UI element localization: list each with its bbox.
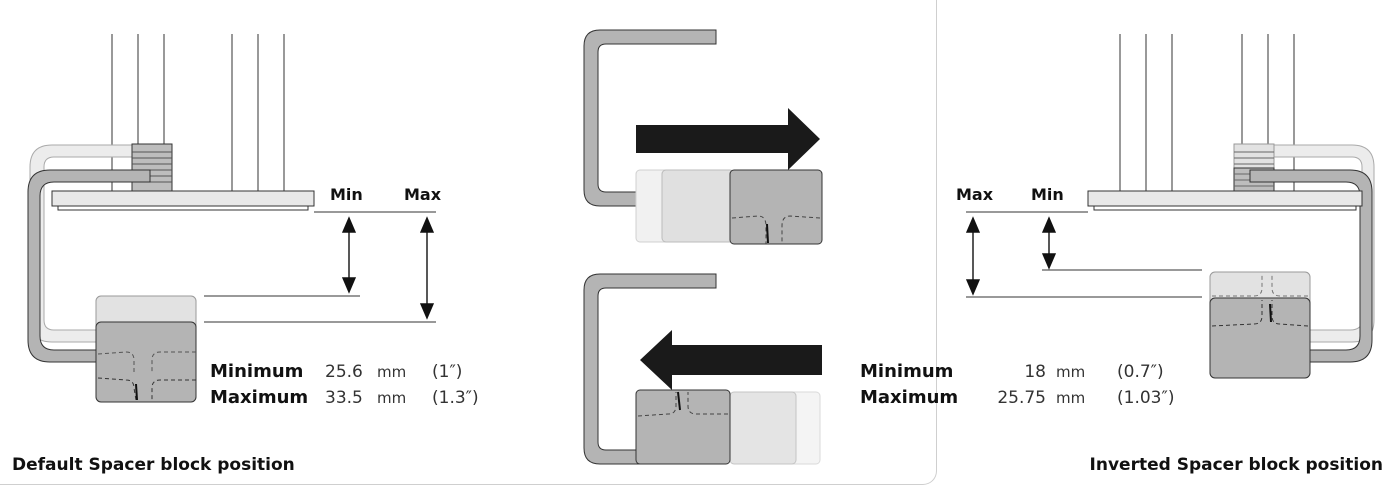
default-minimum-label: Minimum	[210, 361, 303, 382]
center-illustration	[583, 29, 823, 465]
inverted-minimum-label: Minimum	[860, 361, 953, 382]
top-spacer-block	[729, 169, 823, 245]
inverted-maximum-unit: mm	[1056, 389, 1085, 407]
inverted-minimum-imperial: (0.7″)	[1117, 362, 1164, 382]
inverted-minimum-unit: mm	[1056, 363, 1085, 381]
default-dimension-arrows	[341, 216, 435, 320]
inverted-maximum-value: 25.75	[997, 388, 1046, 408]
inverted-min-label: Min	[1031, 185, 1064, 204]
arrow-right-icon	[636, 108, 820, 170]
panel-frame	[0, 0, 937, 485]
inverted-reference-lines	[966, 211, 1202, 298]
inverted-plate	[1087, 190, 1363, 207]
inverted-dimension-arrows	[965, 216, 1057, 296]
default-maximum-imperial: (1.3″)	[432, 388, 479, 408]
inverted-maximum-imperial: (1.03″)	[1117, 388, 1174, 408]
default-max-label: Max	[404, 185, 442, 204]
inverted-max-label: Max	[956, 185, 994, 204]
default-pipes	[111, 34, 285, 192]
default-minimum-value: 25.6	[325, 362, 363, 382]
default-caption: Default Spacer block position	[12, 455, 295, 475]
default-minimum-imperial: (1″)	[432, 362, 462, 382]
default-minimum-unit: mm	[377, 363, 406, 381]
inverted-screw	[1233, 143, 1275, 193]
inverted-maximum-label: Maximum	[860, 387, 958, 408]
inverted-caption: Inverted Spacer block position	[1090, 455, 1383, 475]
default-maximum-label: Maximum	[210, 387, 308, 408]
default-min-label: Min	[330, 185, 363, 204]
default-maximum-unit: mm	[377, 389, 406, 407]
default-plate	[51, 190, 315, 207]
inverted-spacer-block	[1209, 297, 1311, 379]
default-maximum-value: 33.5	[325, 388, 363, 408]
default-screw	[131, 143, 173, 193]
default-position-diagram	[27, 34, 436, 403]
inverted-pipes	[1119, 34, 1295, 192]
default-spacer-block	[95, 321, 197, 403]
bottom-spacer-block	[635, 389, 731, 465]
inverted-position-diagram	[965, 34, 1375, 379]
arrow-left-icon	[640, 330, 822, 390]
default-reference-lines	[204, 211, 436, 323]
inverted-minimum-value: 18	[1024, 362, 1046, 382]
